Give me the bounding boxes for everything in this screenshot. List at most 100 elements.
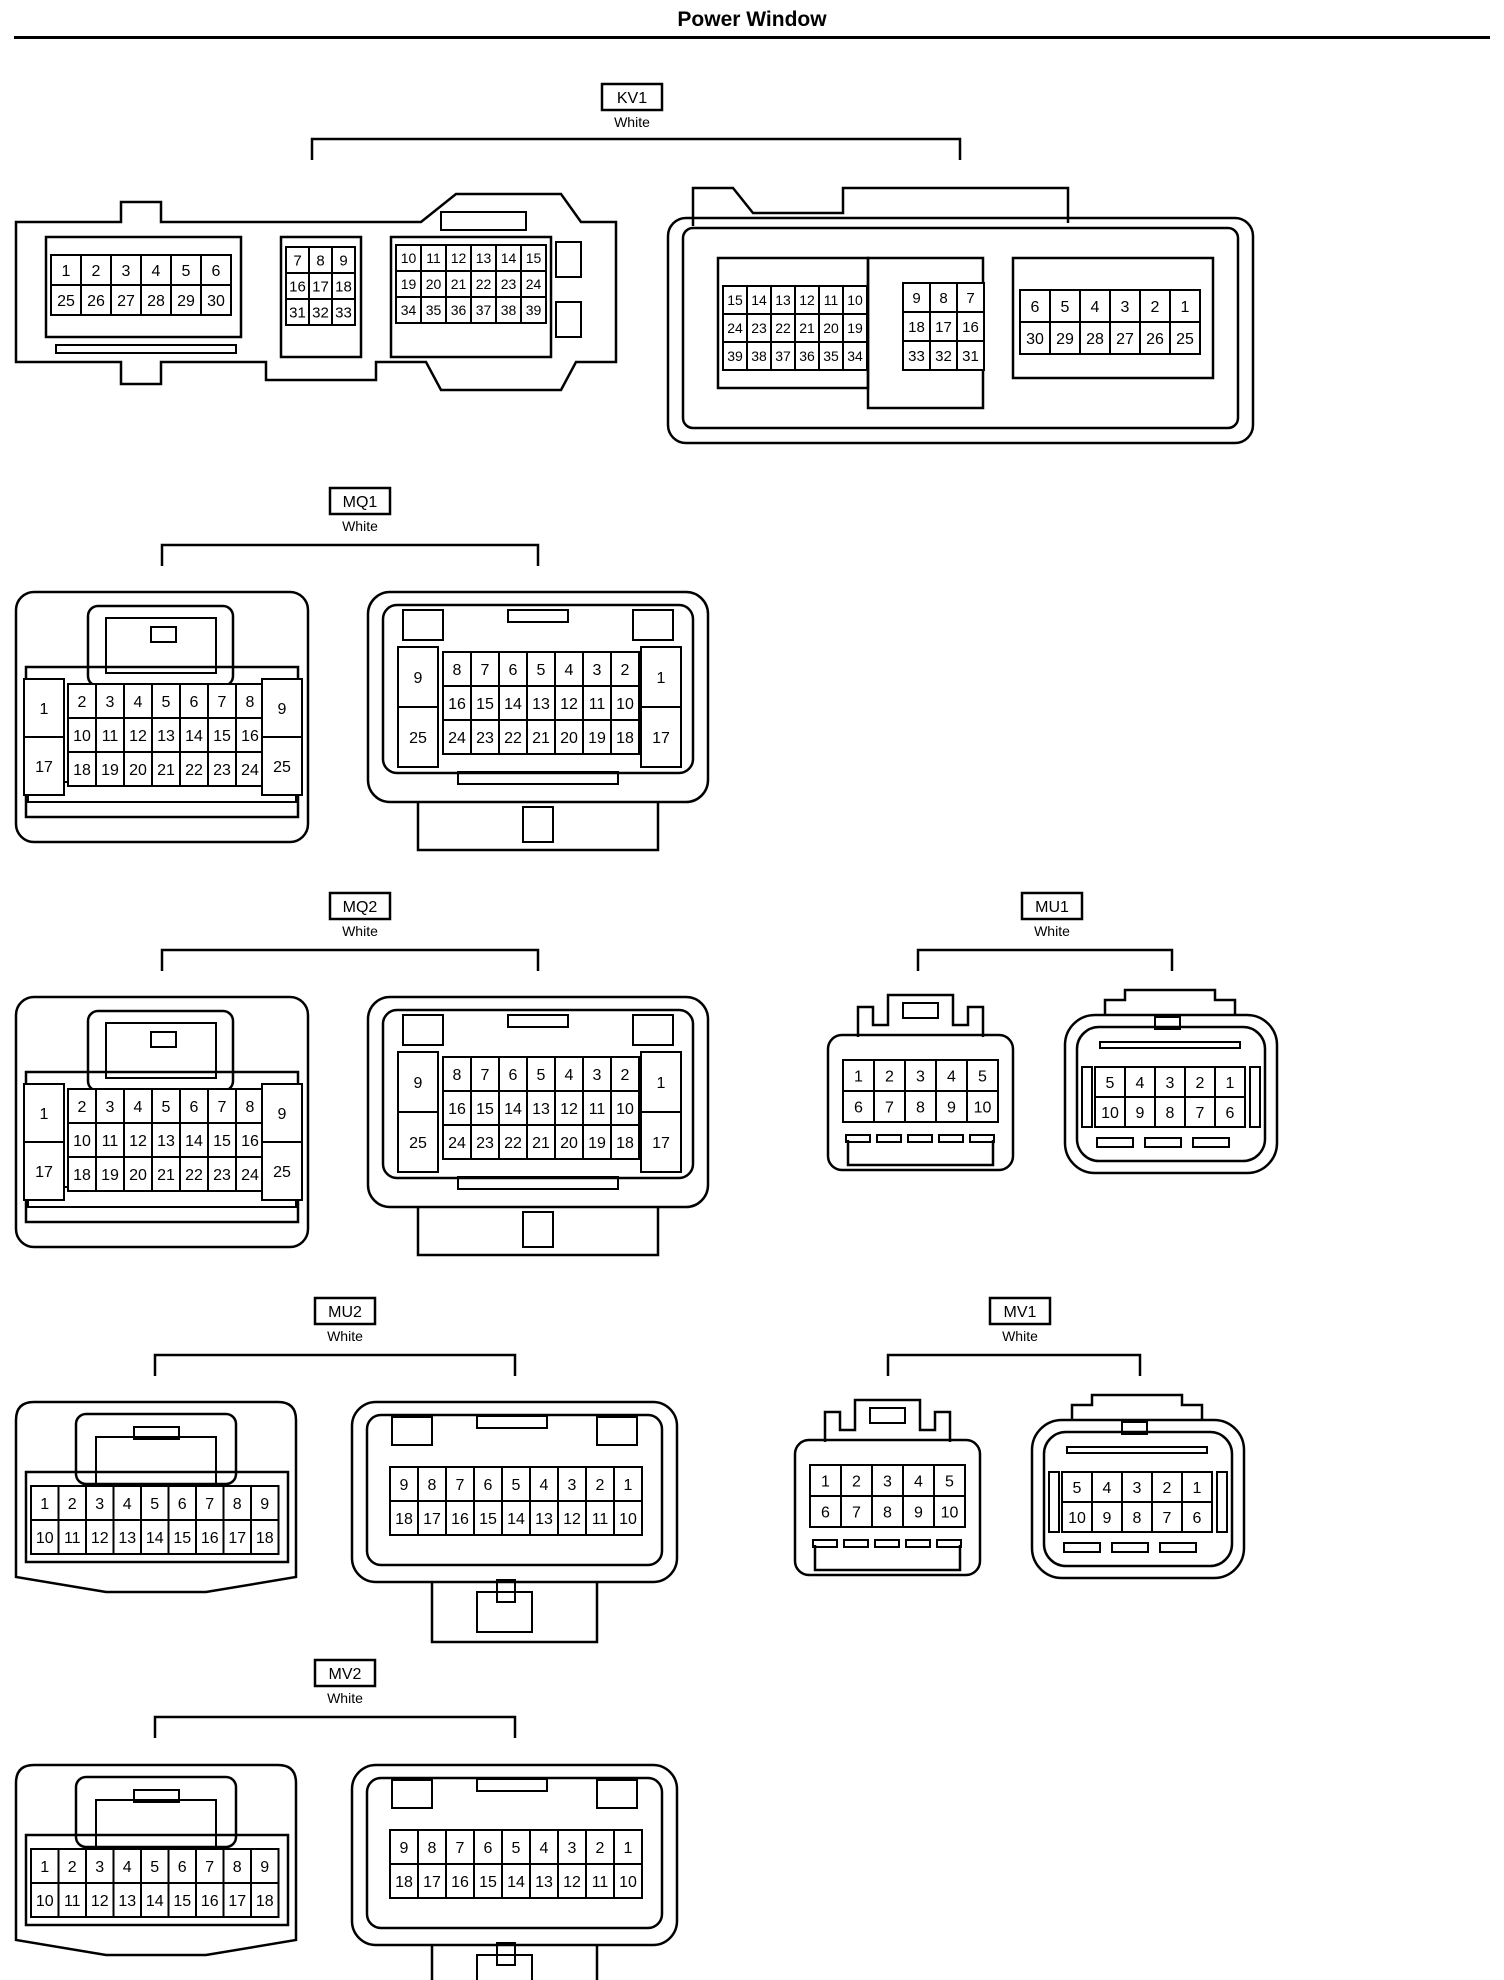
pin-number: 19: [101, 1167, 119, 1184]
pin-number: 8: [246, 1099, 255, 1116]
pin-number: 9: [260, 1496, 269, 1513]
pin-number: 22: [185, 1167, 203, 1184]
housing-outline: [874, 1539, 900, 1548]
pin-cell: [1109, 321, 1141, 355]
pin-number: 3: [95, 1496, 104, 1513]
pin-number: 35: [823, 348, 839, 364]
pin-cell: [1169, 321, 1201, 355]
pin-cell: [57, 1882, 87, 1918]
pin-number: 10: [1068, 1510, 1086, 1527]
pin-cell: [610, 719, 640, 755]
connector-color: White: [614, 114, 650, 130]
pin-number: 27: [117, 293, 135, 310]
pin-number: 29: [177, 293, 195, 310]
pin-number: 1: [62, 263, 71, 280]
pin-cell: [470, 1090, 500, 1126]
pin-number: 6: [1031, 299, 1040, 316]
pin-number: 16: [962, 319, 979, 336]
pin-cell: [397, 706, 439, 768]
pin-number: 22: [476, 276, 492, 292]
pin-cell: [501, 1863, 531, 1899]
pin-number: 13: [775, 292, 791, 308]
pin-number: 18: [335, 278, 352, 295]
pin-number: 10: [619, 1874, 637, 1891]
pin-number: 34: [401, 302, 417, 318]
pin-number: 1: [854, 1068, 863, 1085]
pin-cell: [95, 683, 125, 719]
pin-number: 4: [540, 1477, 549, 1494]
pin-cell: [23, 1083, 65, 1143]
pin-number: 20: [426, 276, 442, 292]
pin-number: 1: [1226, 1075, 1235, 1092]
pin-cell: [30, 1882, 60, 1918]
housing-outline: [1075, 1025, 1267, 1163]
pin-number: 20: [560, 1135, 578, 1152]
pin-number: 9: [414, 670, 423, 687]
pin-number: 18: [395, 1874, 413, 1891]
pin-number: 23: [476, 730, 494, 747]
pin-number: 15: [479, 1874, 497, 1891]
connector-color: White: [342, 923, 378, 939]
pin-cell: [95, 717, 125, 753]
pin-number: 8: [233, 1496, 242, 1513]
pin-number: 7: [852, 1504, 861, 1521]
connector-id: MQ1: [343, 494, 378, 511]
pin-number: 10: [73, 728, 91, 745]
pin-number: 5: [150, 1859, 159, 1876]
pin-number: 8: [939, 290, 947, 307]
pin-number: 5: [162, 694, 171, 711]
pin-number: 6: [212, 263, 221, 280]
pin-number: 32: [935, 348, 952, 365]
pin-number: 14: [504, 1101, 522, 1118]
pin-cell: [170, 254, 202, 286]
pin-cell: [195, 1882, 225, 1918]
pin-number: 9: [278, 1106, 287, 1123]
pin-number: 13: [532, 1101, 550, 1118]
pin-number: 26: [87, 293, 105, 310]
pin-number: 19: [401, 276, 417, 292]
pin-cell: [442, 719, 472, 755]
pin-cell: [200, 284, 232, 316]
pin-number: 10: [36, 1893, 54, 1910]
page-title: Power Window: [677, 8, 827, 31]
pin-number: 11: [64, 1530, 81, 1547]
connector-id-box: [600, 82, 664, 112]
housing-outline: [969, 1134, 995, 1143]
pin-number: 7: [966, 290, 974, 307]
pin-number: 9: [339, 252, 347, 269]
pin-number: 6: [484, 1477, 493, 1494]
housing-outline: [1011, 256, 1215, 380]
pin-cell: [80, 254, 112, 286]
pin-number: 7: [205, 1859, 214, 1876]
pin-number: 4: [565, 1067, 574, 1084]
housing-latch: [1103, 988, 1237, 1015]
housing-outline: [476, 1778, 548, 1792]
pin-number: 23: [751, 320, 767, 336]
housing-outline: [1063, 1542, 1101, 1553]
pin-number: 17: [423, 1874, 441, 1891]
pin-number: 21: [799, 320, 815, 336]
pin-number: 18: [256, 1530, 274, 1547]
pin-number: 14: [146, 1530, 164, 1547]
housing-outline: [1159, 1542, 1197, 1553]
pin-number: 4: [914, 1473, 923, 1490]
housing-outline: [55, 344, 237, 354]
housing-outline: [133, 1789, 180, 1803]
pin-number: 8: [453, 1067, 462, 1084]
pin-cell: [498, 1124, 528, 1160]
pin-cell: [818, 313, 844, 343]
pin-number: 5: [537, 1067, 546, 1084]
pin-number: 12: [563, 1874, 581, 1891]
pin-number: 8: [316, 252, 324, 269]
pin-cell: [956, 311, 985, 342]
pin-number: 18: [256, 1893, 274, 1910]
pin-number: 13: [118, 1530, 136, 1547]
pin-cell: [809, 1495, 842, 1528]
housing-outline: [496, 1942, 516, 1966]
pin-number: 20: [129, 762, 147, 779]
pin-number: 23: [501, 276, 517, 292]
pin-number: 3: [883, 1473, 892, 1490]
